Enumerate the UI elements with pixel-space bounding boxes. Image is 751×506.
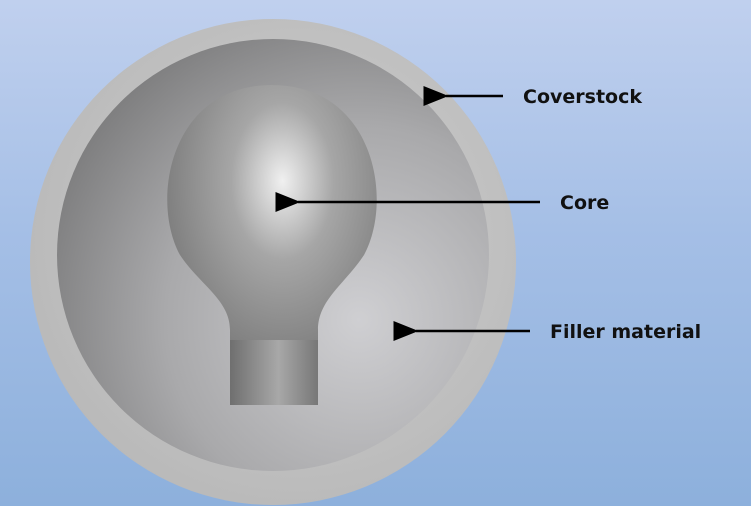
core-label: Core	[560, 192, 609, 214]
coverstock-label: Coverstock	[523, 86, 642, 108]
core-shape	[167, 85, 377, 405]
filler-label: Filler material	[550, 321, 701, 343]
